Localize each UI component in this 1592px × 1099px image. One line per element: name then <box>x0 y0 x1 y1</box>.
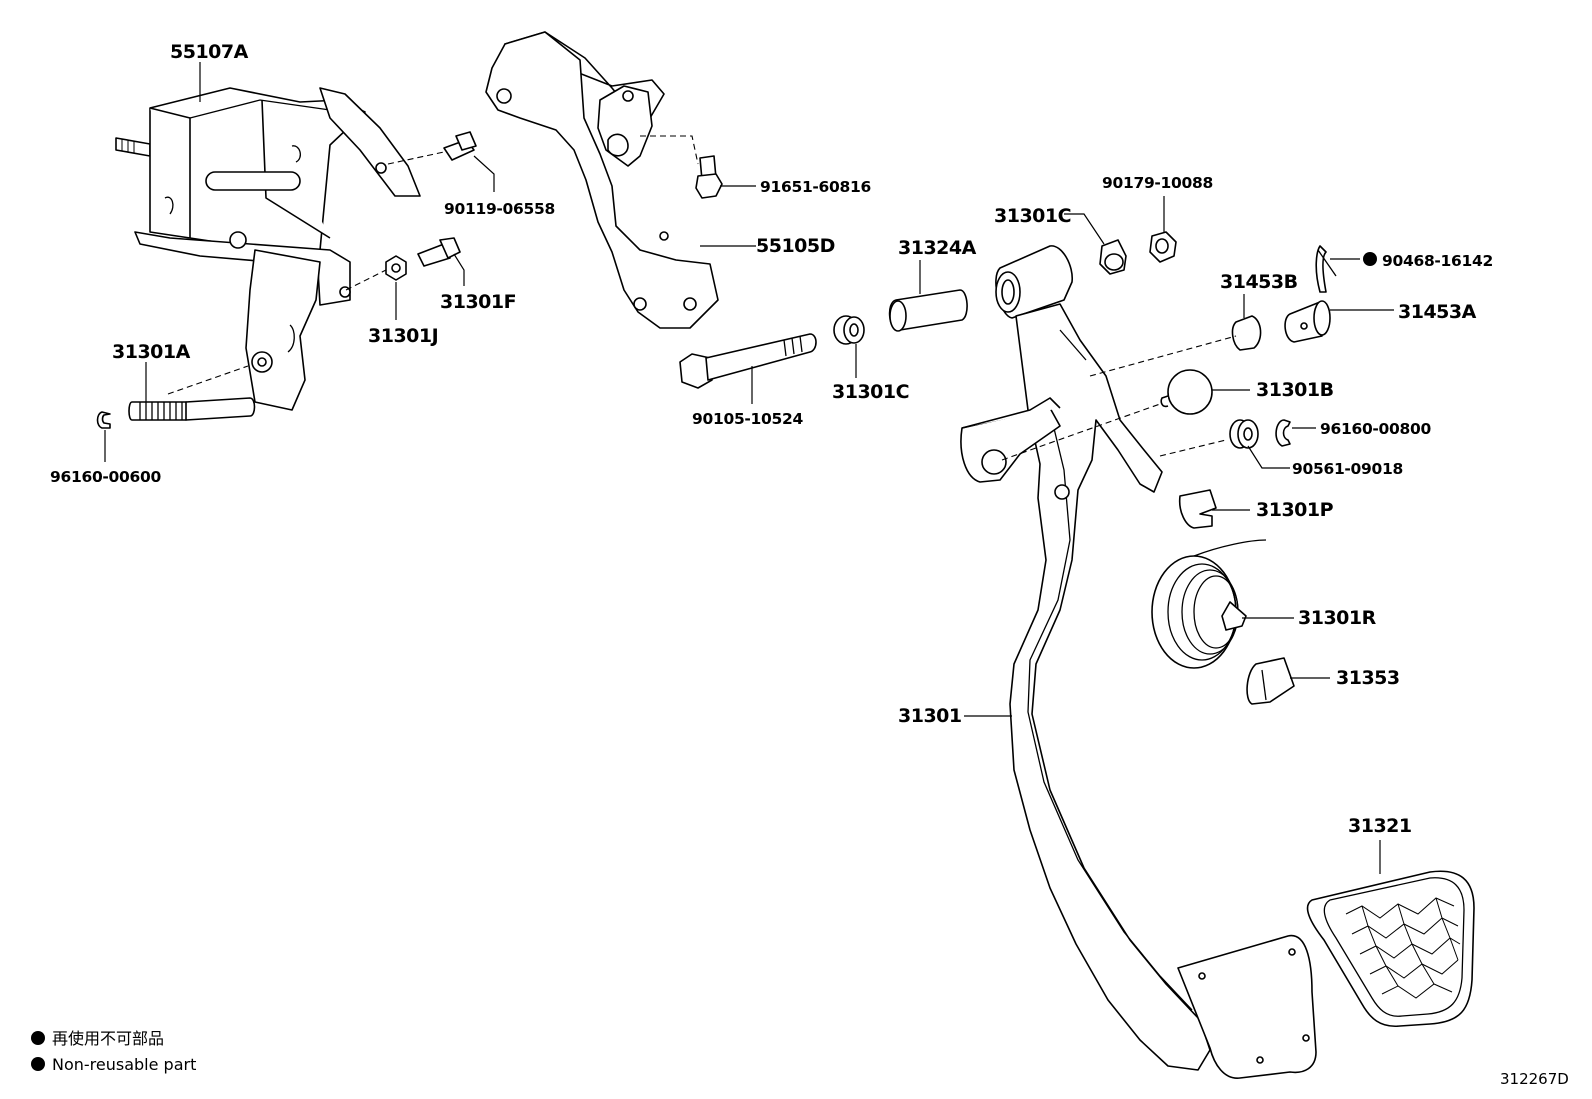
clip-31353 <box>1246 657 1295 705</box>
bushing-31301C-lower <box>833 315 865 345</box>
label-31353: 31353 <box>1336 667 1400 689</box>
nut-31301J <box>345 255 407 291</box>
nut-90179-10088 <box>1149 231 1177 263</box>
label-31321: 31321 <box>1348 815 1412 837</box>
bolt-90119-06558 <box>387 131 477 165</box>
legend-english: Non-reusable part <box>52 1055 196 1074</box>
assembly-line-middle <box>1001 403 1161 461</box>
label-31301B: 31301B <box>1256 379 1334 401</box>
leader-lines <box>104 62 1394 874</box>
label-31301C-upper: 31301C <box>994 205 1071 227</box>
washer-90561-09018 <box>1229 419 1259 449</box>
cushion-31301P <box>1178 489 1217 529</box>
assembly-line-upper <box>1089 335 1237 377</box>
label-90105-10524: 90105-10524 <box>692 410 803 428</box>
label-31301J: 31301J <box>368 325 438 347</box>
legend-japanese: 再使用不可部品 <box>52 1029 164 1048</box>
legend-marker-icon <box>31 1031 45 1045</box>
label-31324A: 31324A <box>898 237 977 259</box>
label-96160-00600: 96160-00600 <box>50 468 161 486</box>
bolt-31301F <box>417 237 461 267</box>
label-31301C-lower: 31301C <box>832 381 909 403</box>
label-55107A: 55107A <box>170 41 249 63</box>
spring-31301A <box>128 365 256 421</box>
label-31301F: 31301F <box>440 291 516 313</box>
label-90179-10088: 90179-10088 <box>1102 174 1213 192</box>
bushing-31301C-upper <box>1099 239 1127 275</box>
label-96160-00800: 96160-00800 <box>1320 420 1431 438</box>
spring-31301R <box>1151 539 1267 669</box>
label-31301R: 31301R <box>1298 607 1377 629</box>
bracket-55107A <box>115 87 421 411</box>
clip-96160-00600 <box>96 411 111 429</box>
label-91651-60816: 91651-60816 <box>760 178 871 196</box>
label-90468-16142: 90468-16142 <box>1382 252 1493 270</box>
bolt-90105-10524 <box>679 333 817 389</box>
pedal-arm-31301 <box>960 245 1211 1071</box>
label-90561-09018: 90561-09018 <box>1292 460 1403 478</box>
pedal-plate <box>1177 935 1317 1079</box>
label-31453A: 31453A <box>1398 301 1477 323</box>
label-31301A: 31301A <box>112 341 191 363</box>
label-31301P: 31301P <box>1256 499 1334 521</box>
label-31453B: 31453B <box>1220 271 1298 293</box>
legend-marker-icon <box>31 1057 45 1071</box>
label-31301: 31301 <box>898 705 962 727</box>
collar-31324A <box>888 289 968 332</box>
non-reusable-marker-icon <box>1363 252 1377 266</box>
stopper-31301B <box>1160 369 1213 415</box>
legend: 再使用不可部品 Non-reusable part <box>31 1029 196 1074</box>
label-55105D: 55105D <box>756 235 835 257</box>
clip-90468-16142 <box>1315 245 1337 293</box>
bracket-55105D <box>485 31 719 329</box>
label-90119-06558: 90119-06558 <box>444 200 555 218</box>
bolt-91651-60816 <box>695 155 723 199</box>
clip-96160-00800 <box>1275 419 1291 447</box>
assembly-line-lower <box>1159 439 1227 457</box>
diagram-code: 312267D <box>1500 1070 1569 1088</box>
pin-31453A <box>1284 300 1331 343</box>
pedal-pad-31321 <box>1306 870 1475 1028</box>
bushing-31453B <box>1231 315 1262 351</box>
